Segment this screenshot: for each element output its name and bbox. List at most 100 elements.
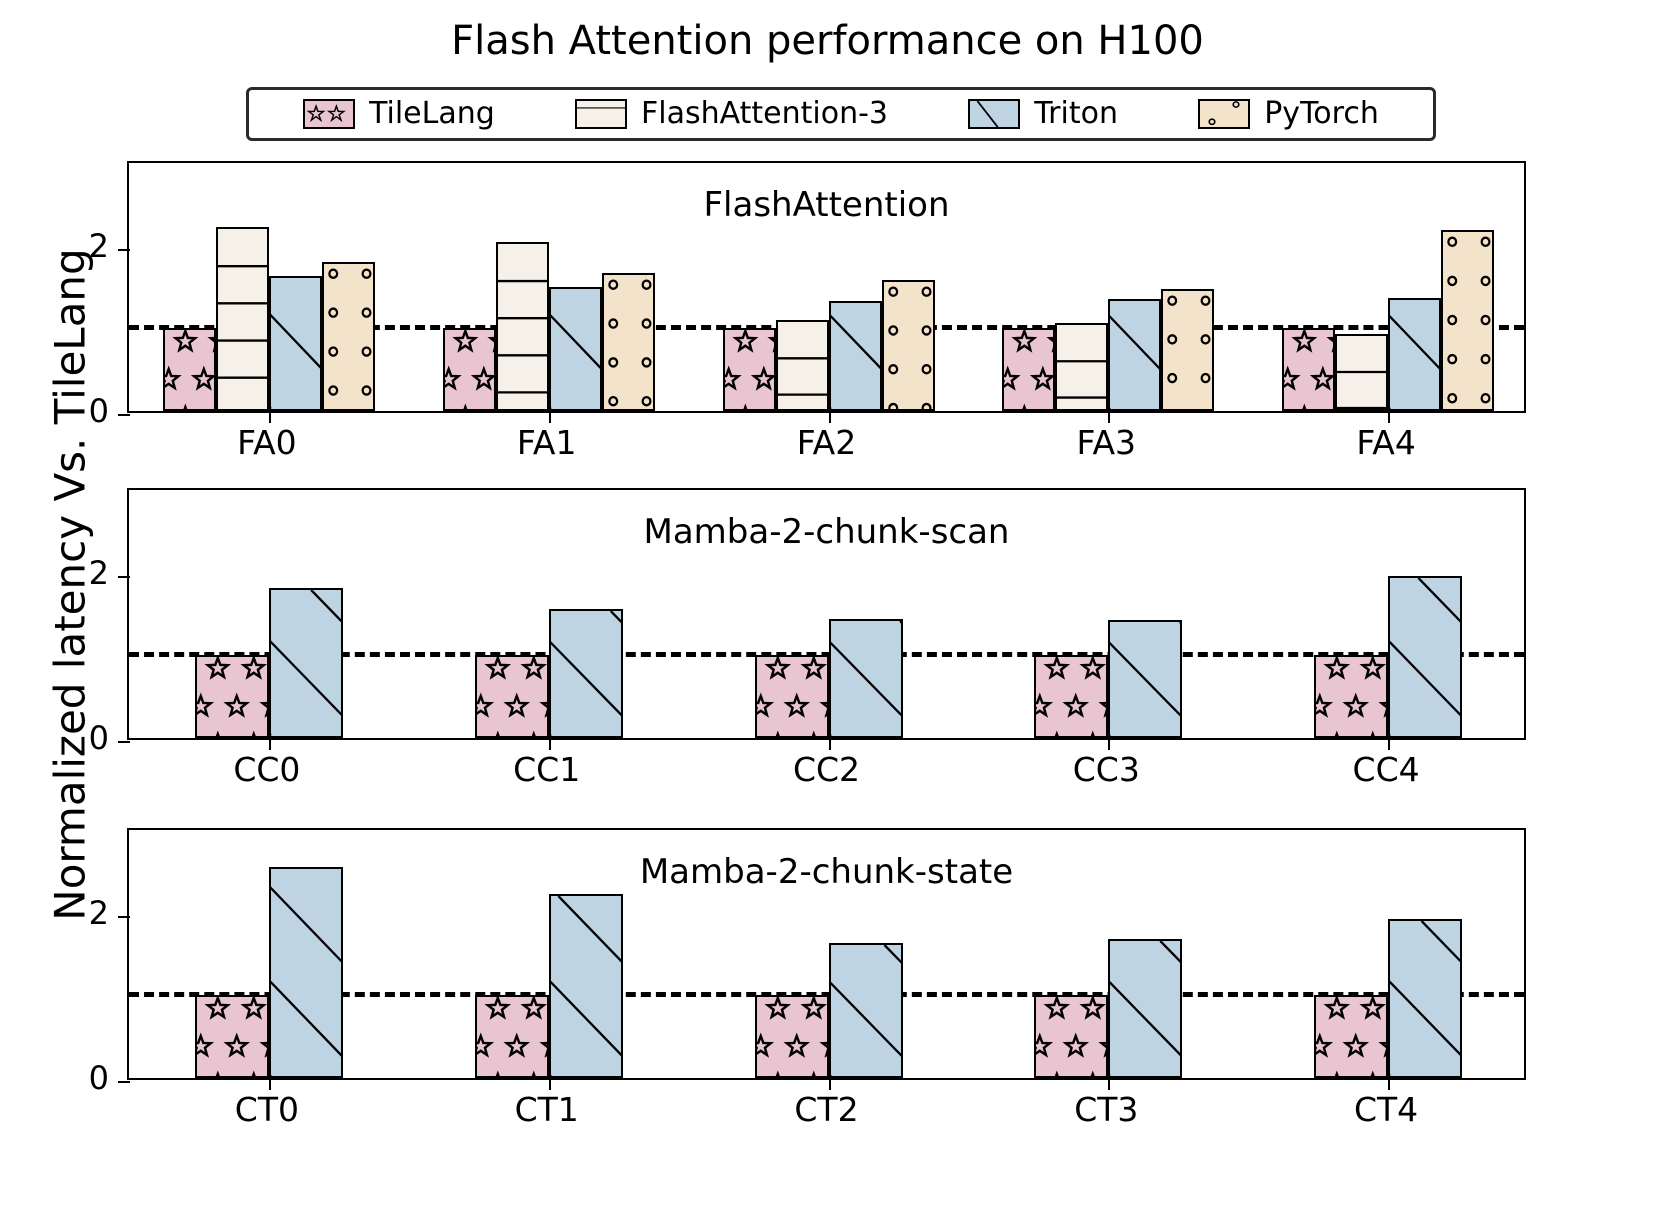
bar-fa0-pytorch xyxy=(321,262,375,411)
y-tick-label: 2 xyxy=(88,893,109,932)
legend-label-triton: Triton xyxy=(1034,96,1118,131)
y-tick-mark xyxy=(118,248,130,251)
bar-ct4-tilelang xyxy=(1314,995,1389,1078)
bar-cc4-tilelang xyxy=(1314,655,1389,738)
subplot-flashattention: FlashAttention xyxy=(118,161,1526,423)
bar-fa3-pytorch xyxy=(1161,288,1215,411)
x-tick-mark xyxy=(828,739,831,750)
x-tick-mark xyxy=(828,1079,831,1090)
bar-ct2-triton xyxy=(828,942,903,1078)
y-tick-label: 2 xyxy=(88,553,109,592)
legend-entry-triton: Triton xyxy=(968,99,1118,129)
y-tick-mark xyxy=(118,741,130,743)
flashattention3-swatch-icon xyxy=(575,99,628,129)
x-tick-mark xyxy=(1388,739,1391,750)
triton-swatch-icon xyxy=(968,99,1021,129)
plot-area-0 xyxy=(118,163,1524,423)
legend-entry-pytorch: PyTorch xyxy=(1198,99,1379,129)
x-tick-mark xyxy=(1108,1079,1111,1090)
bar-fa0-triton xyxy=(268,276,322,411)
x-tick-mark xyxy=(548,412,551,423)
bar-cc1-tilelang xyxy=(474,655,549,738)
bar-fa4-tilelang xyxy=(1282,328,1336,411)
y-tick-mark xyxy=(118,1081,130,1083)
bar-cc0-tilelang xyxy=(194,655,269,738)
y-tick-mark xyxy=(118,414,130,416)
bar-cc4-triton xyxy=(1388,576,1463,738)
legend: TileLang FlashAttention-3 Triton xyxy=(246,87,1436,141)
bar-ct4-triton xyxy=(1388,919,1463,1078)
y-tick-label: 0 xyxy=(88,719,109,757)
legend-label-pytorch: PyTorch xyxy=(1264,96,1379,131)
x-tick-mark xyxy=(268,1079,271,1090)
x-tick-label-fa1: FA1 xyxy=(516,423,577,462)
x-tick-mark xyxy=(1108,412,1111,423)
y-tick-mark xyxy=(118,915,130,918)
pytorch-swatch-icon xyxy=(1198,99,1251,129)
subplot-mamba-2-chunk-state: Mamba-2-chunk-state xyxy=(118,828,1526,1090)
x-tick-mark xyxy=(268,412,271,423)
x-tick-label-ct1: CT1 xyxy=(514,1090,579,1129)
bar-fa3-triton xyxy=(1108,298,1162,411)
bar-ct3-tilelang xyxy=(1034,995,1109,1078)
bar-fa2-tilelang xyxy=(722,328,776,411)
x-tick-label-cc4: CC4 xyxy=(1352,750,1420,789)
plot-area-1 xyxy=(118,490,1524,750)
bar-ct0-triton xyxy=(268,866,343,1078)
bar-fa1-triton xyxy=(548,287,602,411)
bar-fa4-triton xyxy=(1388,297,1442,411)
bar-fa1-pytorch xyxy=(601,273,655,411)
legend-entry-flashattention3: FlashAttention-3 xyxy=(575,99,888,129)
bar-fa3-flashattention3 xyxy=(1055,322,1109,411)
bar-cc3-tilelang xyxy=(1034,655,1109,738)
bar-fa1-flashattention3 xyxy=(495,242,549,411)
x-tick-mark xyxy=(268,739,271,750)
bar-ct2-tilelang xyxy=(754,995,829,1078)
x-tick-label-cc0: CC0 xyxy=(233,750,301,789)
x-tick-label-ct4: CT4 xyxy=(1353,1090,1419,1129)
plot-area-2 xyxy=(118,830,1524,1090)
bar-fa4-pytorch xyxy=(1441,230,1495,411)
bar-fa2-triton xyxy=(828,301,882,411)
x-tick-label-ct2: CT2 xyxy=(794,1090,859,1129)
figure-title: Flash Attention performance on H100 xyxy=(451,18,1204,64)
bar-fa4-flashattention3 xyxy=(1335,334,1389,411)
subplot-mamba-2-chunk-scan: Mamba-2-chunk-scan xyxy=(118,488,1526,750)
x-tick-label-ct3: CT3 xyxy=(1074,1090,1139,1129)
x-tick-mark xyxy=(828,412,831,423)
y-tick-label: 0 xyxy=(88,392,109,430)
x-tick-label-fa3: FA3 xyxy=(1076,423,1137,462)
x-tick-label-fa4: FA4 xyxy=(1356,423,1416,462)
x-tick-label-fa0: FA0 xyxy=(237,423,297,462)
tilelang-swatch-icon xyxy=(303,99,356,129)
x-tick-label-ct0: CT0 xyxy=(234,1090,299,1129)
bar-cc3-triton xyxy=(1108,619,1183,738)
y-tick-label: 0 xyxy=(88,1059,109,1097)
bar-fa0-flashattention3 xyxy=(215,226,269,411)
legend-entry-tilelang: TileLang xyxy=(303,99,495,129)
bar-fa2-pytorch xyxy=(881,280,935,411)
x-tick-mark xyxy=(1108,739,1111,750)
bar-fa3-tilelang xyxy=(1002,328,1056,411)
bar-ct1-tilelang xyxy=(474,995,549,1078)
legend-label-tilelang: TileLang xyxy=(369,96,495,131)
reference-line xyxy=(129,652,1524,658)
bar-cc2-tilelang xyxy=(754,655,829,738)
x-tick-label-cc3: CC3 xyxy=(1072,750,1140,789)
bar-fa0-tilelang xyxy=(162,328,216,411)
y-tick-mark xyxy=(118,575,130,578)
y-tick-label: 2 xyxy=(88,226,109,265)
bar-ct0-tilelang xyxy=(194,995,269,1078)
x-tick-label-cc1: CC1 xyxy=(513,750,581,789)
reference-line xyxy=(129,992,1524,998)
x-tick-mark xyxy=(548,1079,551,1090)
x-tick-mark xyxy=(548,739,551,750)
bar-cc2-triton xyxy=(828,619,903,738)
x-tick-mark xyxy=(1388,412,1391,423)
x-tick-label-fa2: FA2 xyxy=(796,423,857,462)
bar-fa1-tilelang xyxy=(442,328,496,411)
x-tick-mark xyxy=(1388,1079,1391,1090)
legend-label-flashattention3: FlashAttention-3 xyxy=(641,96,889,131)
x-tick-label-cc2: CC2 xyxy=(792,750,861,789)
